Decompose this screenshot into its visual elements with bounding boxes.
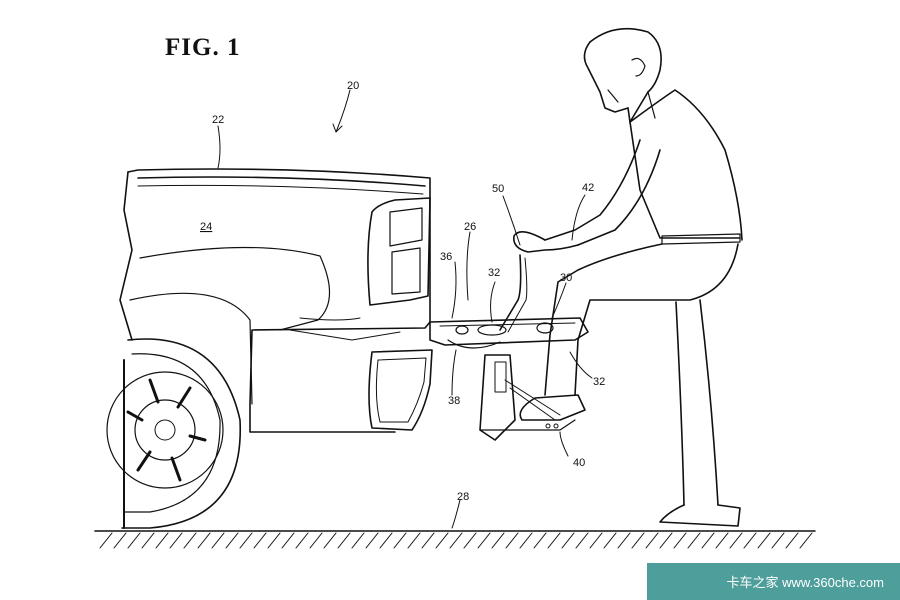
truck-body (119, 168, 431, 433)
ground (94, 530, 816, 549)
numeral-38: 38 (448, 395, 460, 407)
leader-lines (217, 89, 593, 529)
numeral-36: 36 (440, 251, 452, 263)
numeral-32-bottom: 32 (593, 376, 605, 388)
handle-cable (499, 254, 528, 333)
numeral-26: 26 (464, 221, 476, 233)
tailgate-step (429, 317, 589, 441)
numeral-22: 22 (212, 114, 224, 126)
numeral-40: 40 (573, 457, 585, 469)
numeral-28: 28 (457, 491, 469, 503)
numeral-42: 42 (582, 182, 594, 194)
rear-bumper (368, 349, 433, 431)
rear-wheel (106, 338, 242, 529)
numeral-50: 50 (492, 183, 504, 195)
numeral-30: 30 (560, 272, 572, 284)
numeral-20: 20 (347, 80, 359, 92)
reference-numerals: 20 22 24 26 28 30 32 32 36 38 40 42 50 (200, 80, 605, 503)
figure-title: FIG. 1 (165, 34, 241, 61)
numeral-32-top: 32 (488, 267, 500, 279)
person-figure (512, 27, 743, 527)
numeral-24: 24 (200, 221, 212, 233)
tail-light (367, 197, 431, 306)
watermark: 卡车之家 www.360che.com (647, 563, 900, 600)
